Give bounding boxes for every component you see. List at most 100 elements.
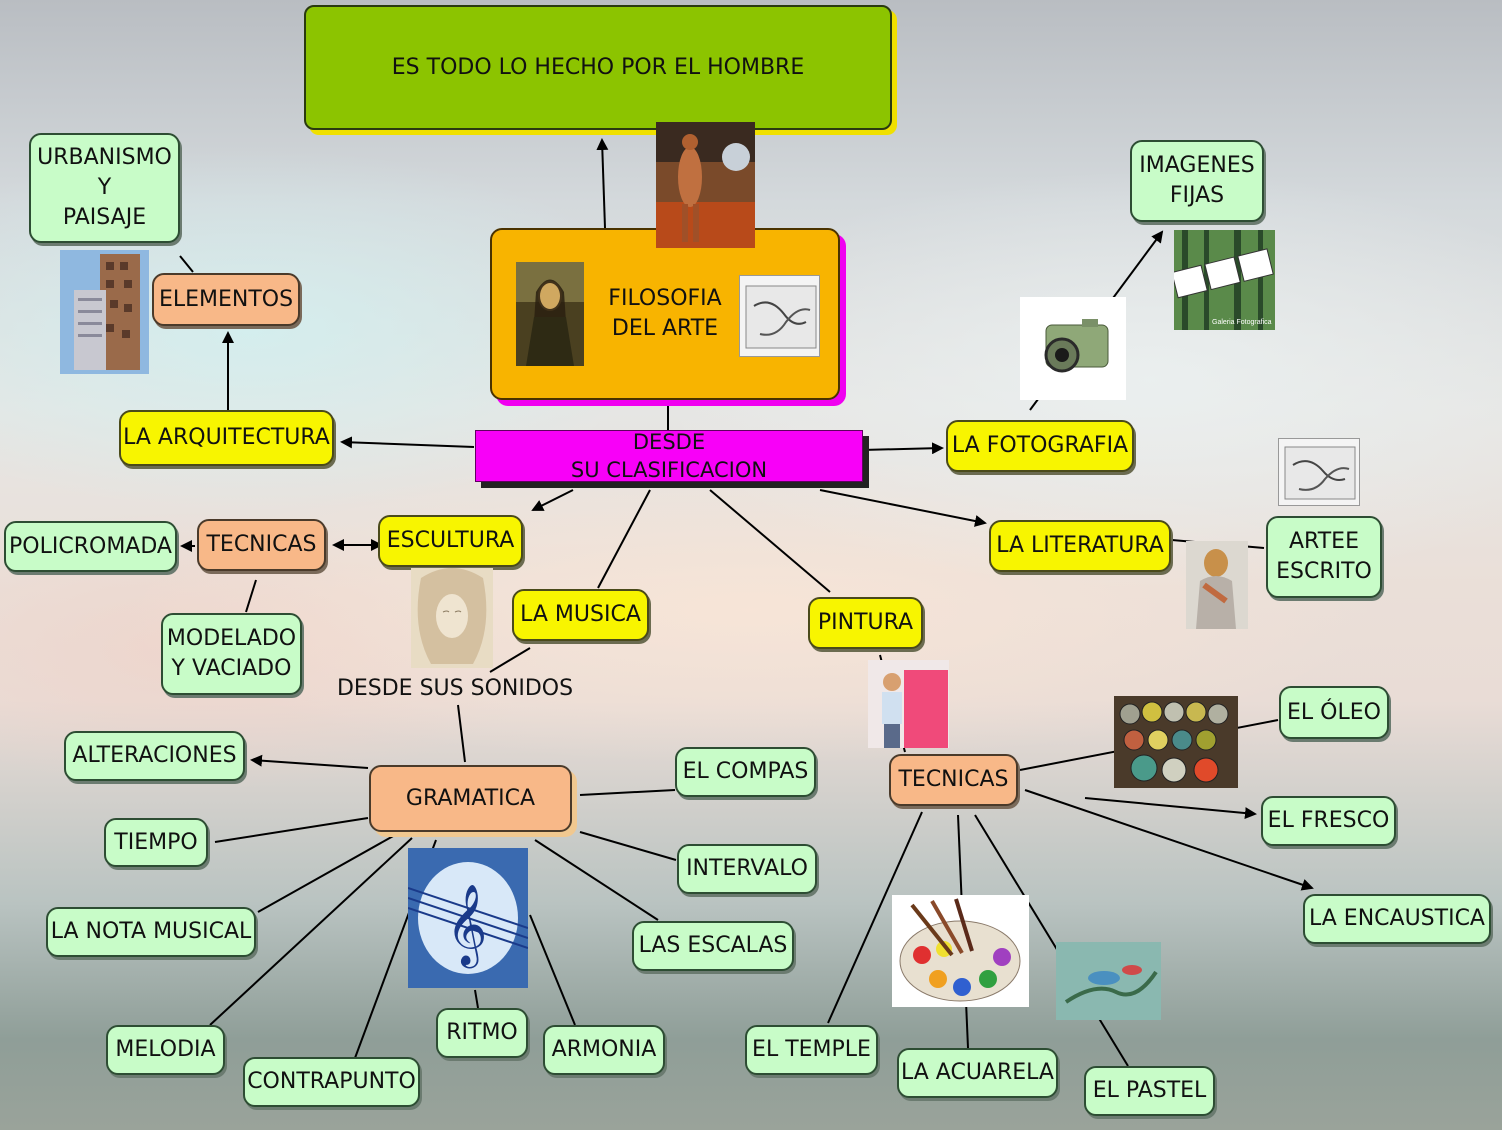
- sculpture-node[interactable]: ESCULTURA: [378, 515, 523, 567]
- music-label: LA MUSICA: [520, 602, 641, 627]
- measure-node[interactable]: EL COMPAS: [675, 747, 816, 797]
- surreal-man-picture: [656, 122, 755, 248]
- rhythm-label: RITMO: [446, 1020, 518, 1045]
- encaustic-node[interactable]: LA ENCAUSTICA: [1303, 894, 1491, 944]
- alterations-node[interactable]: ALTERACIONES: [64, 731, 245, 781]
- tempera-label: EL TEMPLE: [752, 1037, 871, 1062]
- harmony-node[interactable]: ARMONIA: [543, 1025, 665, 1075]
- note-node[interactable]: LA NOTA MUSICAL: [46, 907, 256, 957]
- link-techniques-fresco: [1084, 797, 1257, 820]
- grammar-label: GRAMATICA: [405, 785, 536, 811]
- photography-node[interactable]: LA FOTOGRAFIA: [946, 420, 1134, 472]
- building-picture: [60, 250, 149, 374]
- counterpoint-node[interactable]: CONTRAPUNTO: [243, 1057, 420, 1107]
- time-node[interactable]: TIEMPO: [104, 818, 208, 867]
- counterpoint-label: CONTRAPUNTO: [247, 1069, 416, 1094]
- from-sounds-label: DESDE SUS SONIDOS: [336, 676, 574, 701]
- pastel-node[interactable]: EL PASTEL: [1084, 1066, 1215, 1116]
- watercolor-node[interactable]: LA ACUARELA: [897, 1048, 1058, 1098]
- polychrome-label: POLICROMADA: [9, 533, 172, 559]
- note-label: LA NOTA MUSICAL: [50, 919, 252, 944]
- urbanism-node[interactable]: URBANISMO Y PAISAJE: [29, 133, 180, 243]
- link-grammar-scales: [534, 839, 659, 921]
- interval-node[interactable]: INTERVALO: [677, 844, 817, 894]
- classification-box[interactable]: DESDE SU CLASIFICACION: [475, 430, 863, 482]
- alterations-label: ALTERACIONES: [72, 743, 237, 768]
- link-techniques-modeling: [245, 579, 257, 613]
- link-grammar-note: [257, 834, 396, 913]
- music-clef-picture: 𝄞: [408, 848, 528, 988]
- photo-gallery-caption: Galeria Fotografica: [1212, 319, 1272, 326]
- fresco-node[interactable]: EL FRESCO: [1261, 796, 1396, 846]
- interval-label: INTERVALO: [686, 856, 808, 881]
- drawing-hands-picture: [739, 275, 820, 357]
- link-grammar-interval: [579, 831, 677, 861]
- melody-label: MELODIA: [115, 1037, 216, 1062]
- photo-gallery-picture: Galeria Fotografica: [1174, 230, 1275, 330]
- tempera-node[interactable]: EL TEMPLE: [745, 1025, 878, 1075]
- still-images-node[interactable]: IMAGENES FIJAS: [1130, 140, 1264, 222]
- link-classification-music: [597, 489, 651, 589]
- pastel-bird-picture: [1056, 942, 1161, 1020]
- link-philosophy-title: [596, 138, 609, 229]
- link-techniques-pastel: [974, 814, 1129, 1067]
- oil-label: EL ÓLEO: [1287, 699, 1381, 725]
- written-art-label: ARTEE ESCRITO: [1276, 529, 1372, 584]
- title-box[interactable]: ES TODO LO HECHO POR EL HOMBRE: [304, 5, 892, 130]
- link-grammar-time: [214, 817, 369, 843]
- urbanism-label: URBANISMO Y PAISAJE: [37, 145, 172, 230]
- mona-lisa-picture: [516, 262, 584, 366]
- time-label: TIEMPO: [114, 829, 198, 855]
- from-sounds-text: DESDE SUS SONIDOS: [336, 673, 574, 705]
- fresco-label: EL FRESCO: [1267, 808, 1390, 833]
- watercolor-label: LA ACUARELA: [901, 1060, 1054, 1085]
- link-music-sounds: [489, 647, 531, 673]
- link-techniques-tempera: [827, 811, 923, 1024]
- link-classification-painting: [709, 489, 831, 593]
- link-grammar-alterations: [250, 754, 369, 769]
- architecture-label: LA ARQUITECTURA: [123, 425, 330, 450]
- painting-techniques-node[interactable]: TECNICAS: [889, 754, 1018, 806]
- oil-node[interactable]: EL ÓLEO: [1279, 686, 1389, 739]
- written-art-node[interactable]: ARTEE ESCRITO: [1266, 516, 1382, 598]
- architecture-node[interactable]: LA ARQUITECTURA: [119, 410, 334, 466]
- palette-picture: [892, 895, 1029, 1007]
- scales-label: LAS ESCALAS: [638, 933, 788, 958]
- sculpture-techniques-label: TECNICAS: [206, 532, 317, 557]
- sculpture-techniques-node[interactable]: TECNICAS: [197, 519, 326, 571]
- link-elements-urbanism: [179, 255, 194, 273]
- drawing-hands-small-picture: [1278, 438, 1360, 506]
- modeling-label: MODELADO Y VACIADO: [166, 626, 297, 681]
- encaustic-label: LA ENCAUSTICA: [1309, 906, 1485, 931]
- rhythm-node[interactable]: RITMO: [436, 1008, 528, 1058]
- paint-cans-picture: [1114, 696, 1238, 788]
- link-classification-architecture: [340, 436, 475, 449]
- elements-label: ELEMENTOS: [158, 286, 294, 312]
- literature-node[interactable]: LA LITERATURA: [989, 520, 1171, 572]
- link-techniques-encaustic: [1024, 789, 1314, 891]
- harmony-label: ARMONIA: [551, 1037, 657, 1062]
- scales-node[interactable]: LAS ESCALAS: [632, 921, 794, 971]
- link-classification-literature: [819, 489, 987, 527]
- melody-node[interactable]: MELODIA: [106, 1025, 225, 1075]
- measure-label: EL COMPAS: [682, 759, 809, 784]
- pastel-label: EL PASTEL: [1092, 1078, 1207, 1103]
- philosophy-text: FILOSOFIA DEL ARTE: [608, 286, 722, 341]
- woman-writing-picture: [1186, 541, 1248, 629]
- link-grammar-melody: [209, 837, 413, 1026]
- modeling-node[interactable]: MODELADO Y VACIADO: [161, 613, 302, 695]
- sculpture-label: ESCULTURA: [386, 528, 515, 553]
- painting-node[interactable]: PINTURA: [808, 597, 923, 649]
- link-classification-sculpture: [531, 489, 574, 511]
- photography-label: LA FOTOGRAFIA: [951, 433, 1129, 458]
- still-images-label: IMAGENES FIJAS: [1139, 153, 1255, 208]
- grammar-node[interactable]: GRAMATICA: [369, 765, 572, 832]
- literature-label: LA LITERATURA: [996, 533, 1164, 558]
- music-node[interactable]: LA MUSICA: [512, 589, 649, 641]
- polychrome-node[interactable]: POLICROMADA: [4, 521, 177, 572]
- title-text: ES TODO LO HECHO POR EL HOMBRE: [391, 54, 805, 80]
- painter-picture: [868, 660, 949, 748]
- link-grammar-harmony: [529, 914, 576, 1026]
- elements-node[interactable]: ELEMENTOS: [152, 273, 300, 326]
- classification-text: DESDE SU CLASIFICACION: [570, 430, 768, 482]
